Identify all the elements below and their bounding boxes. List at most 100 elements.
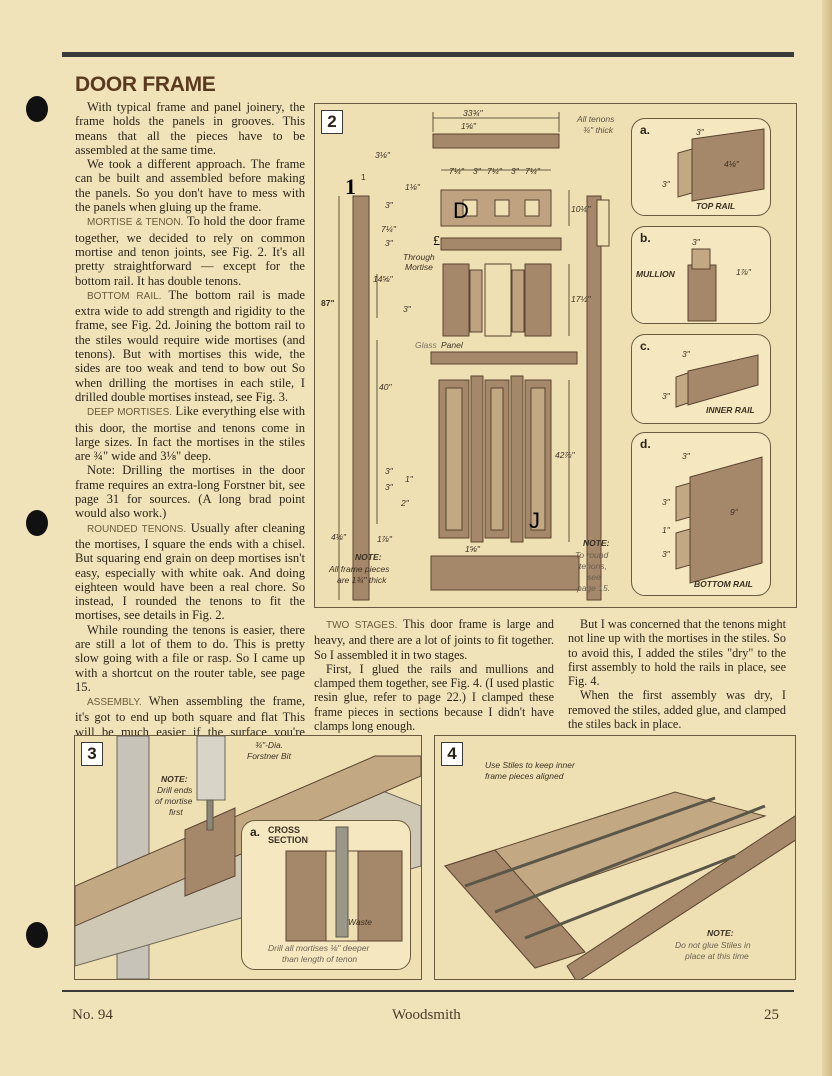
dim-top: 3⅛" [375, 150, 390, 160]
detail-title: CROSS [268, 825, 301, 835]
dim-h2: 7¼" [381, 224, 396, 234]
bottom-rule [62, 990, 794, 992]
scan-mark: J [529, 508, 540, 533]
note-text: page 15. [577, 583, 611, 593]
figure-2: 2 [314, 103, 797, 608]
through-mortise-label: Through [403, 252, 435, 262]
dim-w1: 7¼" [449, 166, 464, 176]
inner-rail [430, 351, 578, 365]
figure-number: 3 [81, 742, 103, 766]
callout: Use Stiles to keep inner [485, 760, 575, 770]
issue-number: No. 94 [72, 1007, 113, 1023]
cross-section-drawing [285, 826, 403, 942]
note-title: NOTE: [161, 774, 188, 784]
dim: 3" [696, 127, 704, 137]
note-text: Do not glue Stiles in [675, 940, 751, 950]
dim-h3: 14⅝" [373, 274, 393, 284]
left-column: With typical frame and panel joinery, th… [75, 100, 305, 782]
note-title: NOTE: [707, 928, 734, 938]
caption: Drill all mortises ⅛" deeper [268, 943, 370, 953]
right-column: But I was concerned that the tenons migh… [568, 617, 786, 731]
waste-label: Waste [348, 917, 372, 927]
detail-bottom-rail: d. 3" 9" 3" 1" 3" BOTTOM RAIL [631, 432, 771, 596]
dim-h6: 42⅞" [555, 450, 575, 460]
scan-mark: D [453, 198, 469, 223]
detail-top-rail: a. 3" 4⅛" 3" TOP RAIL [631, 118, 771, 216]
dim-w5: 7¼" [525, 166, 540, 176]
note-text: first [169, 807, 183, 817]
paragraph-text: This door frame is large and heavy, and … [314, 617, 554, 662]
binder-hole [26, 96, 48, 122]
paragraph: With typical frame and panel joinery, th… [75, 100, 305, 157]
note-text: tenons, [579, 561, 607, 571]
paragraph-text: Usually after cleaning the mortises, I s… [75, 520, 305, 623]
run-in-head: ASSEMBLY. [87, 697, 142, 709]
run-in-head: MORTISE & TENON. [87, 217, 184, 229]
note-title: NOTE: [583, 538, 610, 548]
paragraph: TWO STAGES. This door frame is large and… [314, 617, 554, 662]
tenon-label: ¾" thick [583, 125, 613, 135]
dim-b2: 2" [401, 498, 409, 508]
figure-4: 4 Use Stiles to keep inner frame pieces … [434, 735, 796, 980]
dim: 3" [662, 497, 670, 507]
caption: than length of tenon [282, 954, 358, 964]
glass-panel-label: Panel [441, 340, 463, 350]
dim: 3" [662, 179, 670, 189]
dim-h1: 10⅛" [571, 204, 591, 214]
paragraph: But I was concerned that the tenons migh… [568, 617, 786, 689]
run-in-head: TWO STAGES. [326, 620, 398, 631]
dim: 1⅞" [736, 267, 751, 277]
dim: 3" [662, 549, 670, 559]
note-text: see [587, 572, 601, 582]
note-text: All frame pieces [329, 564, 390, 574]
paragraph: ROUNDED TENONS. Usually after cleaning t… [75, 521, 305, 623]
detail-cross-section: a. CROSS SECTION Waste Drill all mortise… [241, 820, 411, 970]
mullion-joint-drawing [687, 248, 717, 322]
note-title: NOTE: [355, 552, 382, 562]
clamp-assembly-drawing [443, 791, 795, 979]
binder-hole [26, 922, 48, 948]
inner-rail-joint-drawing [675, 354, 759, 408]
dim-s1: 3" [385, 200, 393, 210]
dim-tenon-width: 1⅞" [377, 534, 392, 544]
dim-tenon: 1⅝" [461, 121, 476, 131]
top-rail [432, 133, 560, 149]
top-rail-joint-drawing [677, 128, 765, 202]
detail-letter: c. [640, 339, 651, 353]
detail-mullion: b. 3" 1⅞" MULLION [631, 226, 771, 324]
dim: 9" [730, 507, 738, 517]
dim-w3: 7¼" [487, 166, 502, 176]
bit-label: Forstner Bit [247, 751, 291, 761]
detail-title: SECTION [268, 835, 309, 845]
dim-w4: 3" [511, 166, 519, 176]
door-frame-exploded-drawing [338, 112, 610, 601]
scan-mark: 1 [361, 172, 366, 182]
bottom-rail [430, 555, 580, 591]
page-edge [822, 0, 832, 1076]
figure-number: 2 [321, 110, 343, 134]
dim: 3" [682, 451, 690, 461]
dim-offset: 1⅛" [405, 182, 420, 192]
detail-letter: d. [640, 437, 651, 451]
dim: 4⅛" [724, 159, 739, 169]
dim-s4: 3" [385, 466, 393, 476]
dim-w2: 3" [473, 166, 481, 176]
paragraph: While rounding the tenons is easier, the… [75, 622, 305, 694]
dim-overall-width: 33¾" [463, 108, 483, 118]
note-text: place at this time [685, 951, 749, 961]
note-text: of mortise [155, 796, 193, 806]
detail-inner-rail: c. 3" 3" INNER RAIL [631, 334, 771, 424]
detail-label: INNER RAIL [706, 405, 755, 415]
dim-s2: 3" [385, 238, 393, 248]
detail-letter: b. [640, 231, 651, 245]
dim: 3" [692, 237, 700, 247]
panel-left [442, 263, 470, 337]
dim-bottom-tenon: 1⅝" [465, 544, 480, 554]
bottom-rail-joint-drawing [675, 456, 763, 584]
dim-b1: 1" [405, 474, 413, 484]
bit-label: ¾"-Dia. [255, 740, 284, 750]
scan-mark: 1 [345, 174, 356, 199]
paragraph-text: To hold the door frame together, we deci… [75, 214, 305, 288]
panel-right [524, 263, 552, 337]
figure-3: 3 ¾"-Dia. Forstner Bit NOTE: Drill ends … [74, 735, 422, 980]
